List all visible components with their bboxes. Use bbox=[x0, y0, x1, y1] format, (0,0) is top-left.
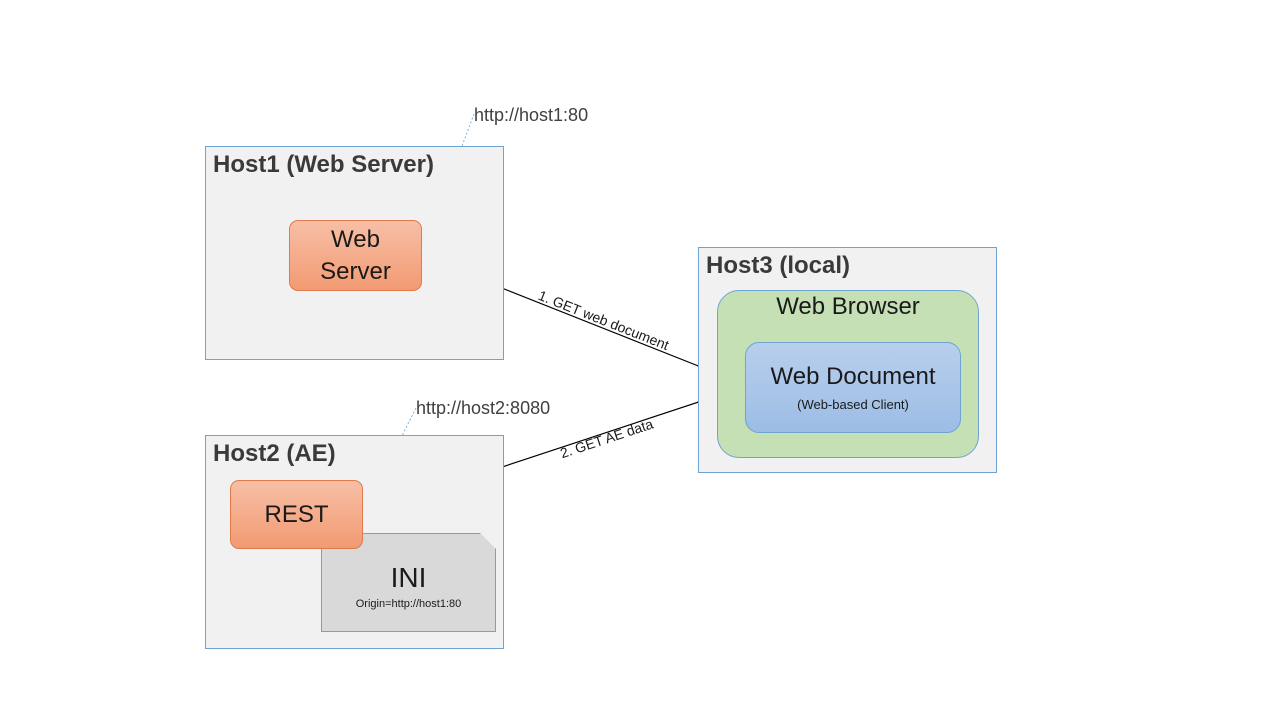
web-document-title: Web Document bbox=[770, 363, 936, 390]
ini-title: INI bbox=[390, 562, 427, 593]
host2-box: Host2 (AE) INI Origin=http://host1:80 RE… bbox=[205, 435, 504, 649]
web-server-label: Web Server bbox=[320, 225, 391, 285]
host2-url: http://host2:8080 bbox=[416, 398, 551, 418]
host1-title: Host1 (Web Server) bbox=[213, 151, 434, 178]
host1-url-callout-line bbox=[420, 113, 475, 257]
web-document-subtitle: (Web-based Client) bbox=[797, 397, 909, 412]
host1-url: http://host1:80 bbox=[474, 105, 589, 125]
host2-title: Host2 (AE) bbox=[213, 440, 336, 467]
ini-origin-text: Origin=http://host1:80 bbox=[355, 598, 462, 610]
host1-box: Host1 (Web Server) Web Server bbox=[205, 146, 504, 360]
host3-title: Host3 (local) bbox=[706, 252, 851, 279]
web-browser-node: Web Browser Web Document (Web-based Clie… bbox=[717, 290, 979, 458]
host3-box: Host3 (local) Web Browser Web Document (… bbox=[698, 247, 997, 473]
rest-node: REST bbox=[230, 480, 363, 549]
web-server-node: Web Server bbox=[289, 220, 422, 291]
ini-file-node: INI Origin=http://host1:80 bbox=[321, 533, 496, 632]
web-browser-label: Web Browser bbox=[776, 293, 920, 320]
rest-label: REST bbox=[264, 500, 329, 528]
web-document-node: Web Document (Web-based Client) bbox=[745, 342, 961, 433]
